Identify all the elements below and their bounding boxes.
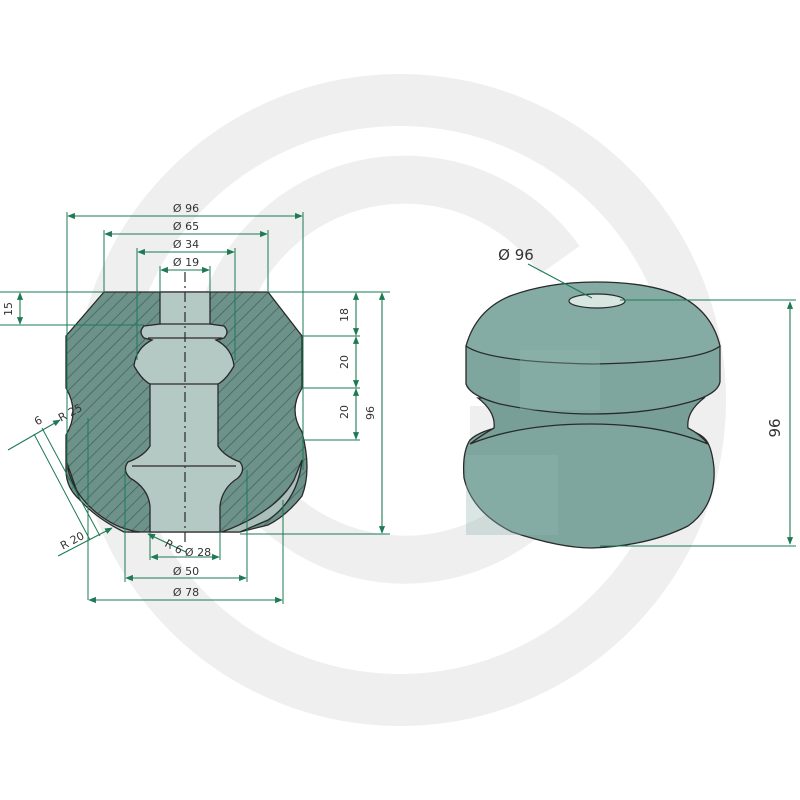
dim-d96: Ø 96 (173, 202, 199, 215)
dim-d65: Ø 65 (173, 220, 199, 233)
product-dim-height: 96 (766, 418, 784, 437)
dim-six: 6 (32, 414, 44, 429)
dim-d34: Ø 34 (173, 238, 199, 251)
section-view (65, 272, 308, 545)
highlight-panel (520, 350, 600, 410)
product-dimensions: Ø 96 96 (498, 246, 796, 547)
product-dim-diameter: Ø 96 (498, 246, 534, 264)
dim-h15: 15 (2, 302, 15, 316)
product-view (462, 281, 721, 549)
dim-h20a: 20 (338, 355, 351, 369)
highlight-panel-lower (466, 455, 558, 535)
dim-d78: Ø 78 (173, 586, 199, 599)
dim-h18: 18 (338, 308, 351, 322)
dim-h20b: 20 (338, 405, 351, 419)
lower-skirt-right (221, 459, 303, 533)
top-hole (568, 293, 626, 309)
dim-d28: Ø 28 (185, 546, 211, 559)
dim-d50: Ø 50 (173, 565, 199, 578)
dim-d19: Ø 19 (173, 256, 199, 269)
section-dimensions: Ø 96 Ø 65 Ø 34 Ø 19 15 18 20 20 96 (0, 202, 390, 604)
dim-h96: 96 (364, 406, 377, 420)
